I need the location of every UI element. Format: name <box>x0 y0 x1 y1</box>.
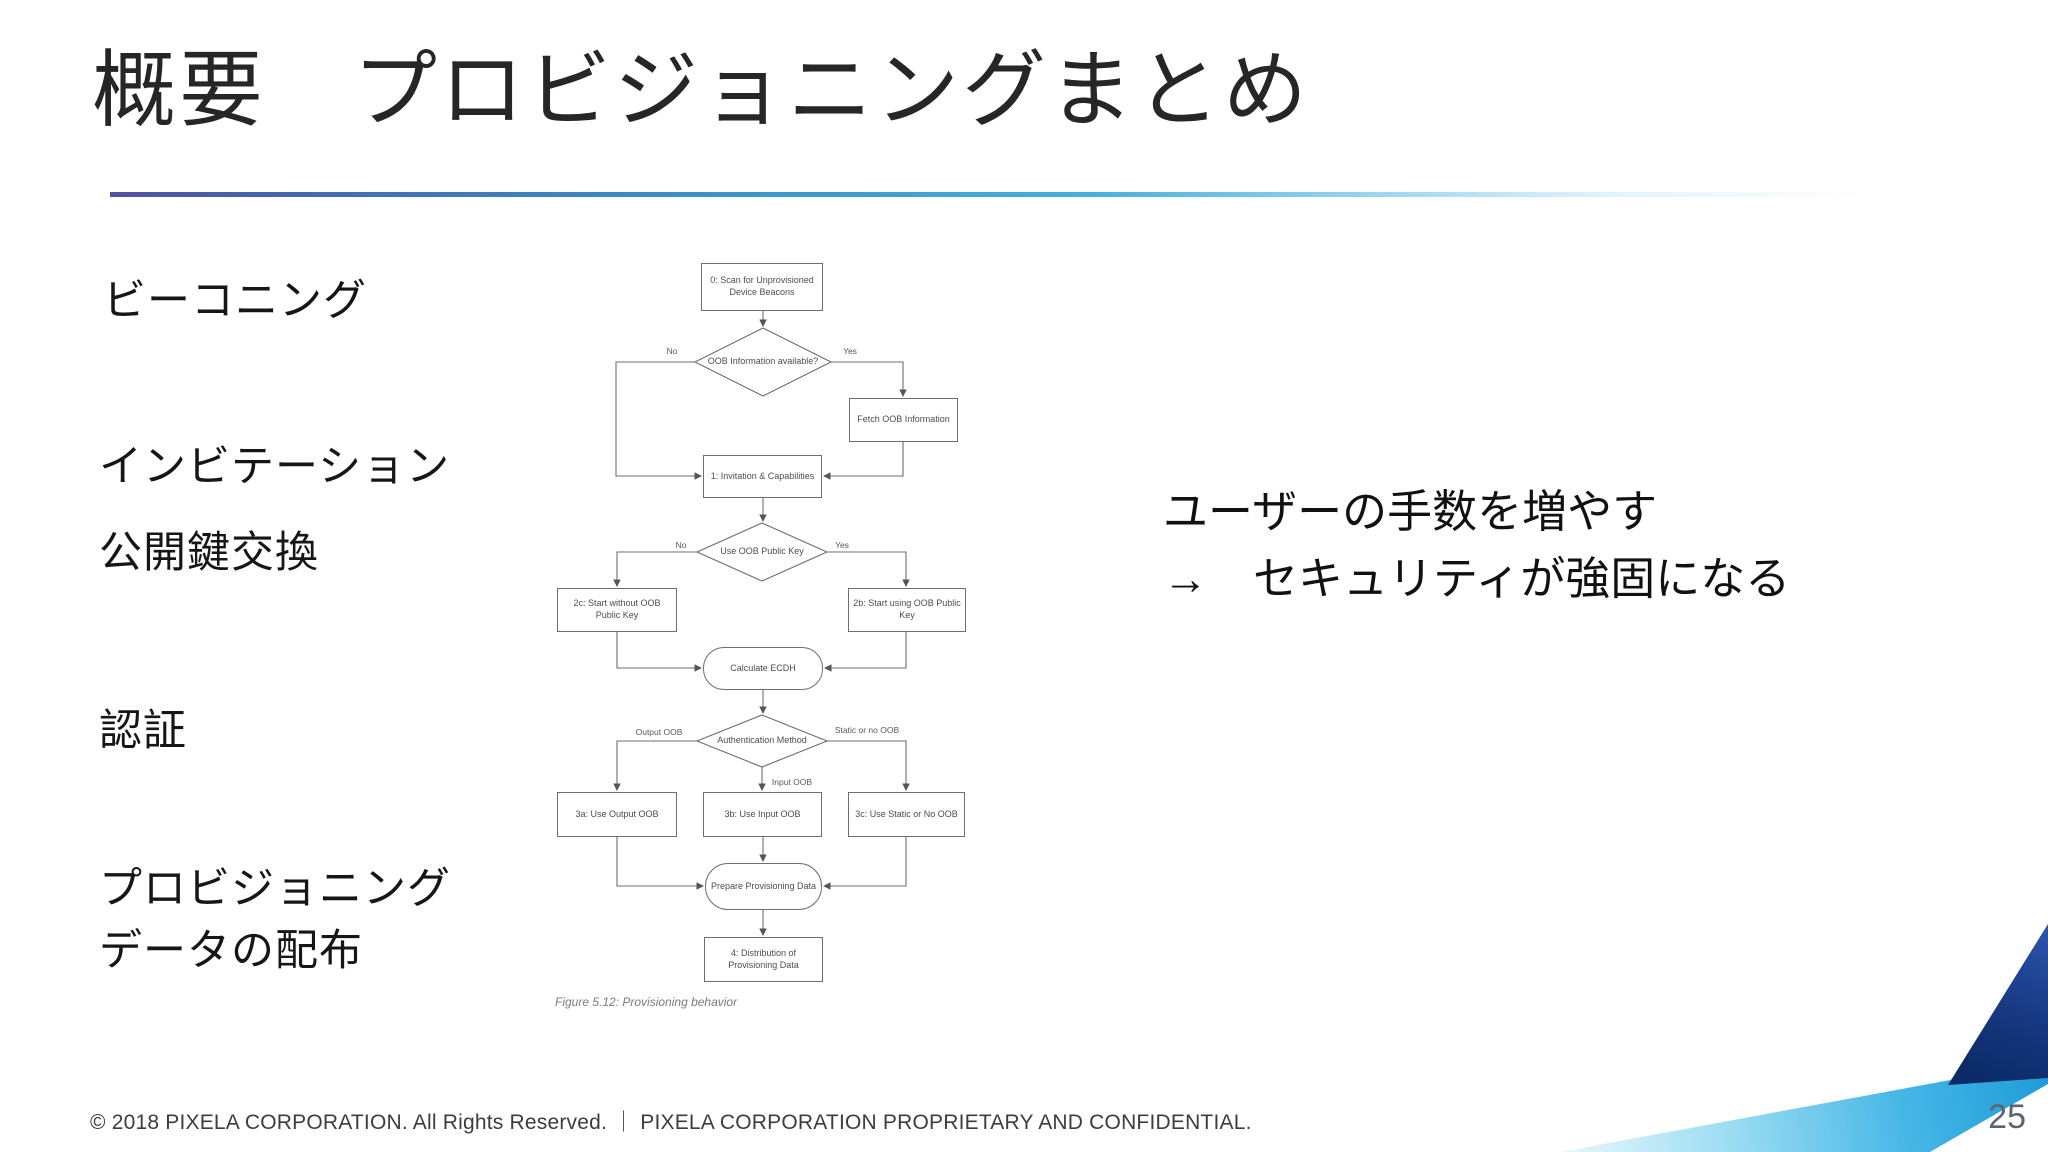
edge-label-yes: Yes <box>835 540 849 550</box>
stage-label-provisioning-data: プロビジョニング データの配布 <box>99 858 451 982</box>
title-underline <box>110 192 1872 197</box>
flow-decision-oob-available: OOB Information available? <box>707 356 819 367</box>
flow-node-prepare-provisioning-data: Prepare Provisioning Data <box>705 863 822 910</box>
flow-node-use-output-oob: 3a: Use Output OOB <box>557 792 677 837</box>
edge-label-no: No <box>666 346 678 356</box>
edge-label-yes: Yes <box>843 346 857 356</box>
flow-node-start-using-oob-pk: 2b: Start using OOB Public Key <box>848 588 966 632</box>
edge-label-output-oob: Output OOB <box>635 727 683 737</box>
flow-decision-use-oob-public-key: Use OOB Public Key <box>720 546 804 557</box>
copyright-footer: © 2018 PIXELA CORPORATION. All Rights Re… <box>90 1111 1252 1134</box>
flowchart-connectors <box>613 311 910 936</box>
light-blue-band <box>1560 1062 2048 1152</box>
provisioning-flowchart: 0: Scan for Unprovisioned Device Beacons… <box>545 255 1015 1045</box>
security-note-line1: ユーザーの手数を増やす <box>1163 486 1658 537</box>
figure-caption: Figure 5.12: Provisioning behavior <box>555 995 738 1009</box>
stage-label-provisioning-line1: プロビジョニング <box>99 865 451 913</box>
flow-node-scan-beacons: 0: Scan for Unprovisioned Device Beacons <box>701 263 823 311</box>
flow-node-use-input-oob: 3b: Use Input OOB <box>703 792 822 837</box>
security-note-line2: → セキュリティが強固になる <box>1163 553 1791 604</box>
stage-label-invitation: インビテーション <box>99 443 451 491</box>
edge-label-input-oob: Input OOB <box>771 777 813 787</box>
stage-label-beaconing: ビーコニング <box>103 277 367 325</box>
security-note: ユーザーの手数を増やす → セキュリティが強固になる <box>1163 478 1790 612</box>
flow-decision-authentication-method: Authentication Method <box>717 735 807 746</box>
flow-node-use-static-or-no-oob: 3c: Use Static or No OOB <box>848 792 965 837</box>
flow-node-invitation-capabilities: 1: Invitation & Capabilities <box>703 455 822 498</box>
stage-label-authentication: 認証 <box>99 707 187 755</box>
flow-node-distribution-provisioning-data: 4: Distribution of Provisioning Data <box>704 937 823 982</box>
navy-triangle <box>1948 924 2048 1085</box>
page-number: 25 <box>1988 1098 2026 1136</box>
stage-label-provisioning-line2: データの配布 <box>99 927 363 975</box>
flow-node-start-without-oob-pk: 2c: Start without OOB Public Key <box>557 588 677 632</box>
page-title: 概要 プロビジョニングまとめ <box>92 43 1311 137</box>
edge-label-no: No <box>675 540 687 550</box>
flow-node-calculate-ecdh: Calculate ECDH <box>703 647 823 690</box>
stage-label-public-key-exchange: 公開鍵交換 <box>99 529 319 577</box>
flow-node-fetch-oob: Fetch OOB Information <box>849 398 958 442</box>
edge-label-static-or-no-oob: Static or no OOB <box>834 725 900 735</box>
